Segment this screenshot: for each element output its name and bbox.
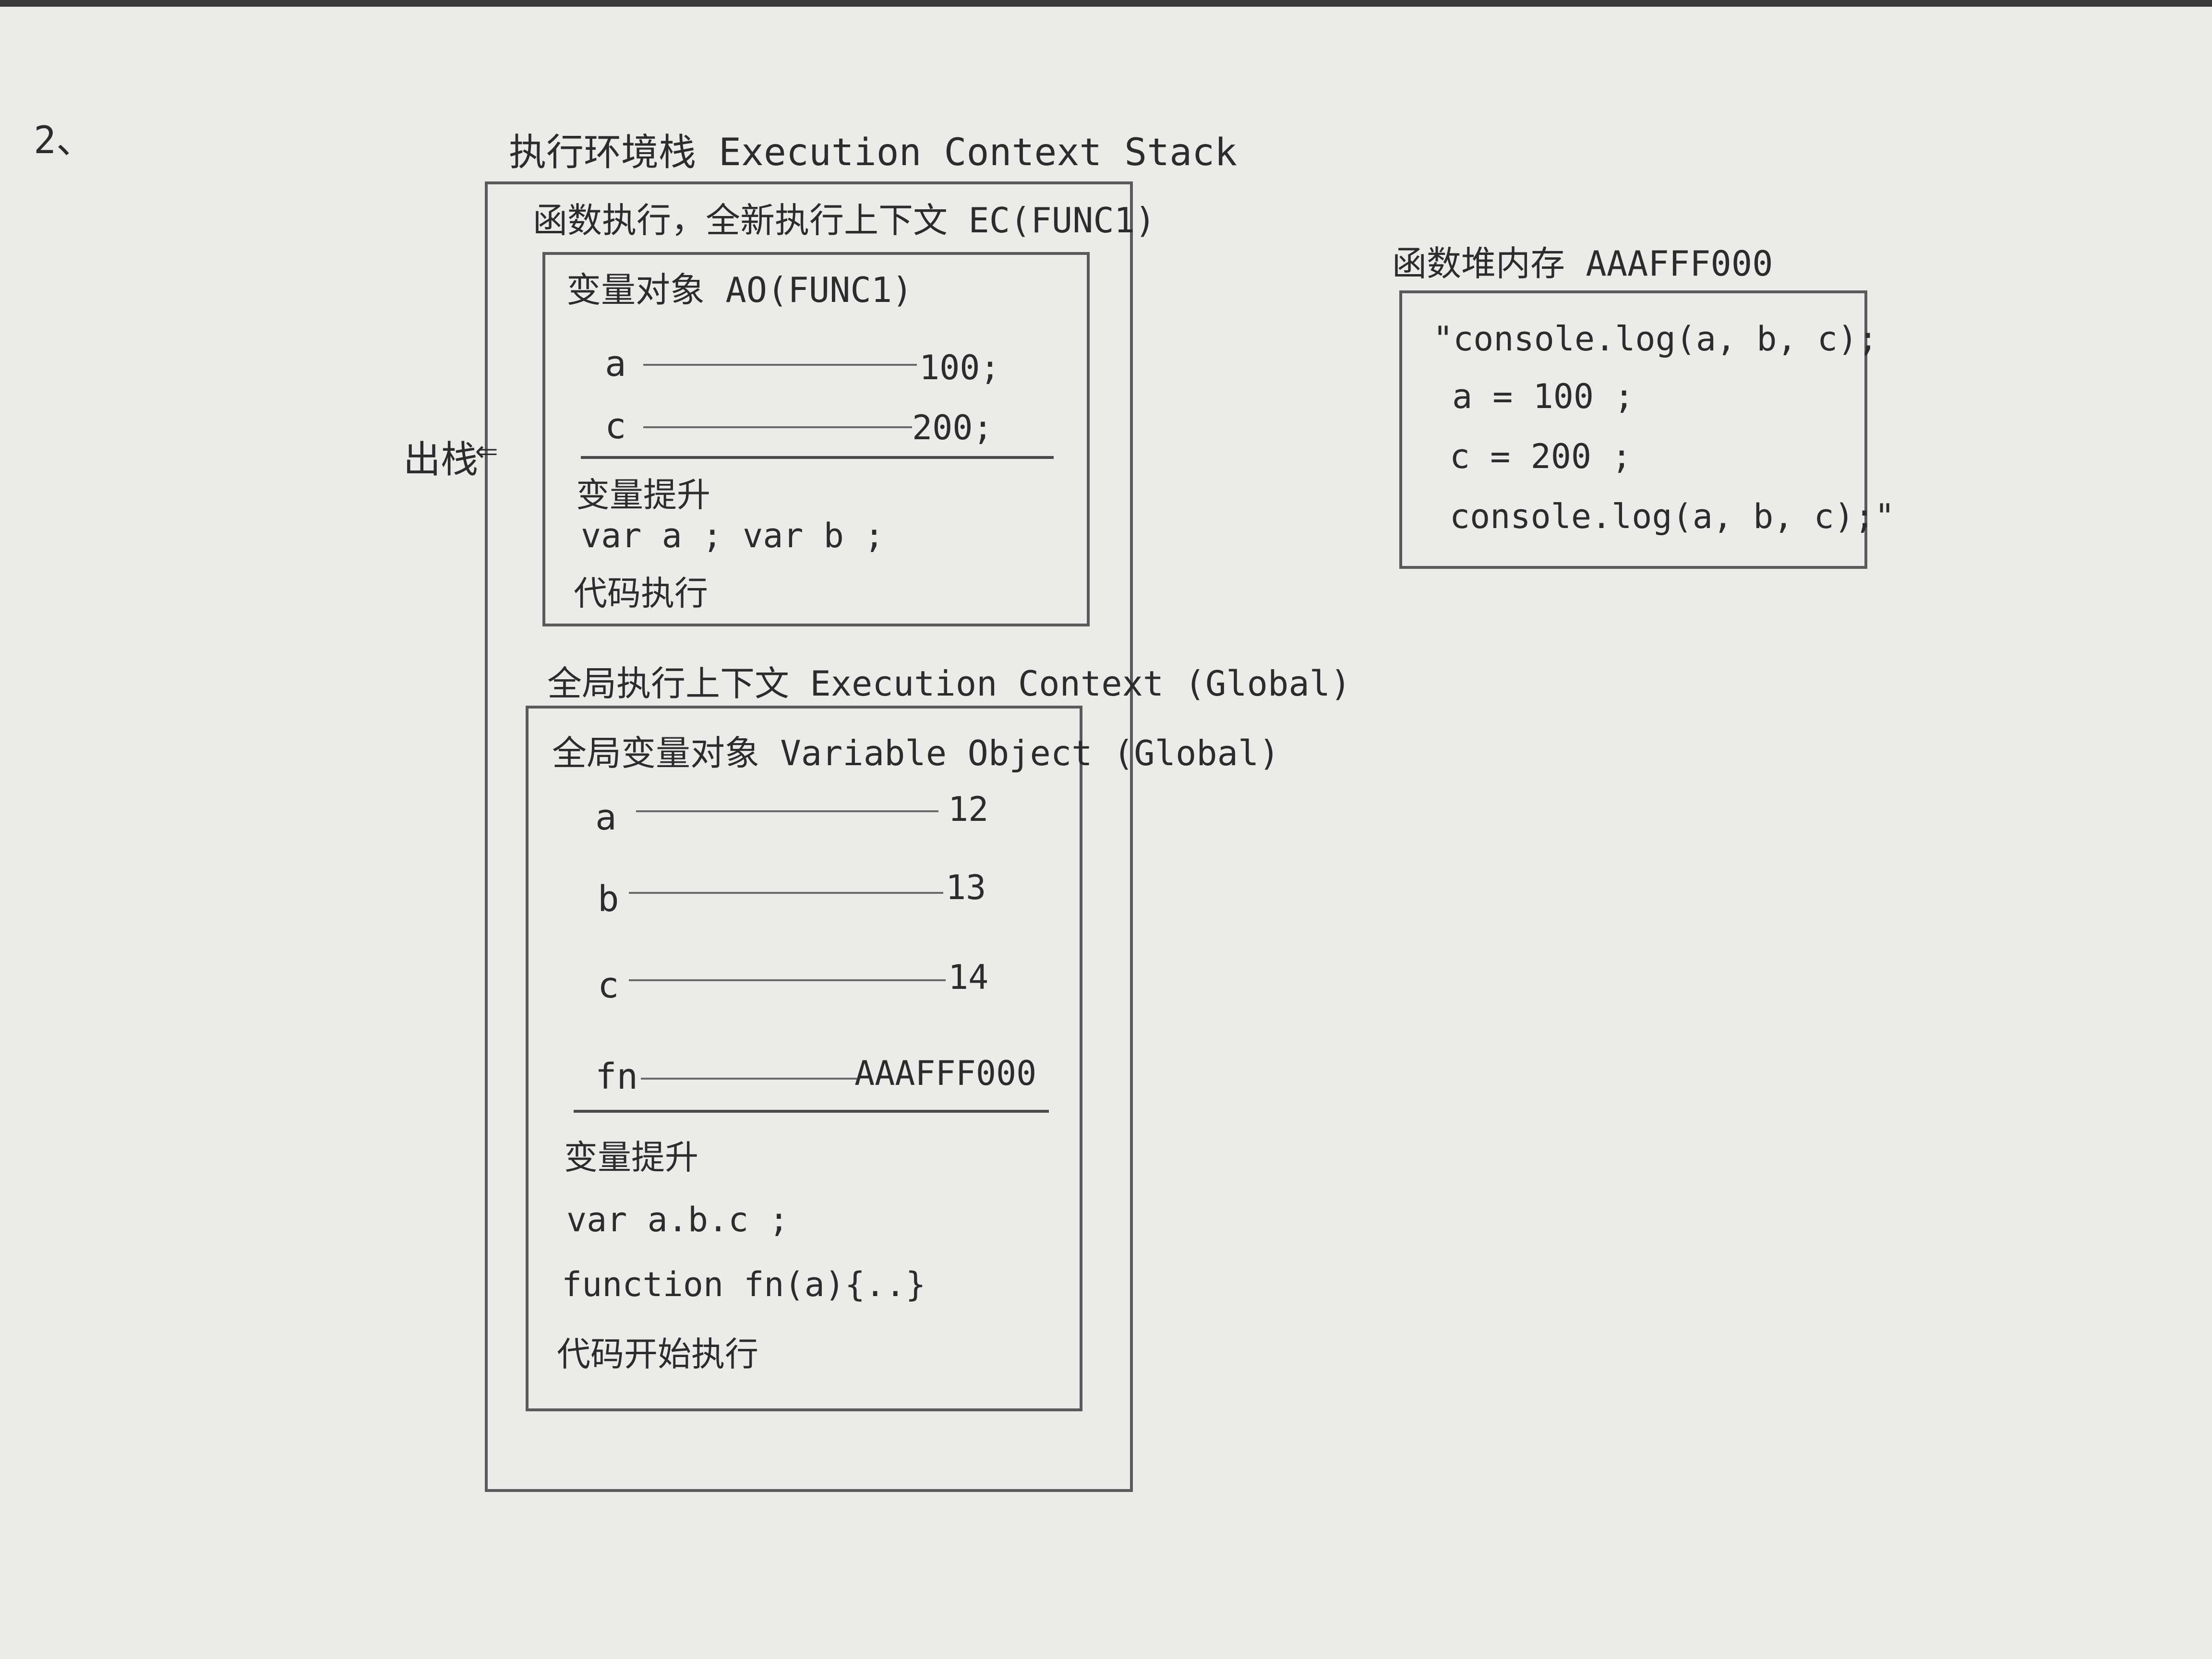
ao-var-name: a [605,343,626,385]
vo-var-arrow [641,1078,857,1080]
vo-var-value: 14 [948,958,989,997]
ao-title: 变量对象 AO(FUNC1) [566,270,913,310]
ao-var-arrow [643,364,917,366]
global-exec-label: 代码开始执行 [557,1334,758,1374]
heap-code-line: "console.log(a, b, c); [1433,319,1878,359]
global-ec-title: 全局执行上下文 Execution Context (Global) [547,663,1351,704]
ao-var-value: 200; [912,408,993,447]
pop-stack-label: 出栈 [403,438,479,481]
vo-var-arrow [636,810,938,812]
pop-arrow-icon: ⇐ [475,428,498,471]
execution-context-stack [485,181,1133,1492]
variable-object-box [526,706,1082,1411]
heap-code-line: c = 200 ; [1450,437,1632,476]
ao-var-arrow [643,426,912,428]
vo-var-arrow [629,892,943,894]
vo-var-value: 13 [946,868,986,907]
heap-memory-box [1399,290,1867,569]
stack-title: 执行环境栈 Execution Context Stack [509,131,1238,174]
vo-var-value: AAAFFF000 [854,1054,1037,1093]
vo-var-value: 12 [948,790,989,829]
global-hoisting-title: 变量提升 [564,1138,698,1177]
heap-code-line: console.log(a, b, c);" [1450,497,1895,536]
step-number: 2、 [34,119,94,162]
vo-var-arrow [629,979,946,981]
vo-divider [574,1110,1049,1113]
func-hoisting-code: var a ; var b ; [581,516,885,555]
heap-title: 函数堆内存 AAAFFF000 [1392,243,1773,284]
global-hoisting-code-2: function fn(a){..} [562,1265,926,1304]
vo-var-name: c [598,965,619,1006]
vo-title: 全局变量对象 Variable Object (Global) [552,733,1280,773]
func-hoisting-title: 变量提升 [576,475,710,515]
vo-var-name: b [598,878,619,920]
ao-var-value: 100; [919,348,1000,387]
heap-code-line: a = 100 ; [1452,377,1635,416]
vo-var-name: a [595,797,617,838]
ao-divider [581,456,1054,459]
ao-var-name: c [605,406,626,447]
vo-var-name: fn [595,1056,638,1097]
activation-object-box [542,252,1090,626]
func-exec-label: 代码执行 [574,574,708,613]
function-ec-title: 函数执行，全新执行上下文 EC(FUNC1) [533,200,1156,240]
top-edge [0,0,2212,7]
global-hoisting-code-1: var a.b.c ; [566,1200,789,1239]
